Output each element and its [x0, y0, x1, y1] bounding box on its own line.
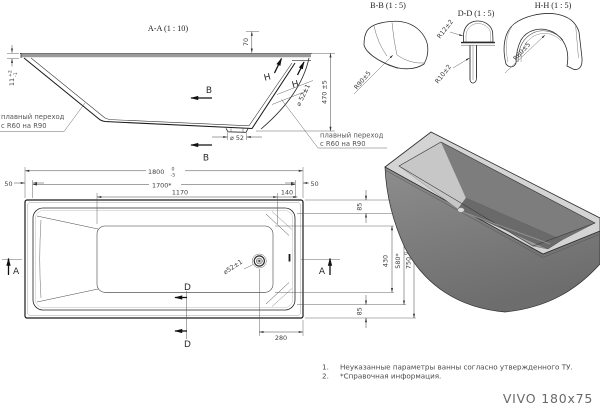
dim-580: 580*: [394, 253, 402, 268]
dim-85-top: 85: [356, 203, 364, 211]
cut-letter-d-bottom: D: [184, 340, 191, 350]
detail-dd-radius-top: R12±2: [435, 18, 455, 40]
dim-280: 280: [275, 334, 287, 342]
svg-text:с R60 на R90: с R60 на R90: [320, 140, 366, 148]
tub-plan-outline: [24, 199, 304, 319]
dim-70: 70: [242, 38, 250, 46]
svg-text:+2: +2: [8, 70, 14, 77]
isometric-view: [384, 131, 600, 313]
overflow-mark: [288, 254, 291, 262]
svg-text:-1: -1: [13, 72, 19, 77]
cut-letter-h2: H: [291, 79, 300, 90]
dim-430: 430: [382, 255, 390, 267]
plan-view: ⌀52±1 1800 0 -5 1700* 1170 140 50 50: [2, 167, 416, 350]
tub-body-3d: [384, 166, 600, 313]
detail-hh-view: H-H (1 : 5) R60±5: [503, 1, 583, 74]
tub-section-outline: [23, 57, 311, 133]
detail-bb-radius: R90±5: [352, 69, 372, 91]
dim-1800: 1800: [148, 168, 164, 176]
detail-bb-view: B-B (1 : 5) R90±5: [352, 1, 429, 95]
dim-1800-tol-up: 0: [172, 167, 175, 173]
section-aa-view: A-A (1 : 10) 11 +2 -1 70: [0, 24, 387, 164]
leader-right: плавный переход с R60 на R90: [281, 99, 387, 149]
dim-1800-tol-dn: -5: [171, 173, 176, 179]
svg-text:с R60 на R90: с R60 на R90: [1, 122, 47, 130]
dim-1170: 1170: [172, 189, 188, 197]
section-aa-label: A-A (1 : 10): [148, 24, 189, 33]
svg-text:плавный переход: плавный переход: [1, 113, 65, 121]
dim-140: 140: [281, 189, 293, 197]
svg-text:11: 11: [8, 78, 16, 86]
svg-text:750: 750: [405, 257, 413, 269]
drawing-title: VIVO 180x75: [503, 391, 593, 406]
svg-text:плавный переход: плавный переход: [320, 132, 384, 140]
note-2-num: 2.: [322, 372, 329, 381]
cut-letter-a-right: A: [319, 267, 326, 277]
dim-height: 470 ±5: [320, 80, 328, 104]
notes-block: 1. Неуказанные параметры ванны согласно …: [322, 363, 573, 381]
detail-hh-label: H-H (1 : 5): [535, 1, 572, 10]
dim-50-left: 50: [4, 180, 12, 188]
tub-floor-3d: [457, 197, 563, 250]
dim-rim-height: 11 +2 -1: [8, 70, 19, 86]
detail-dd-radius-bottom: R10±2: [433, 63, 453, 85]
dim-50-right: 50: [311, 180, 319, 188]
svg-text:0: 0: [404, 252, 410, 255]
note-1-num: 1.: [322, 363, 329, 372]
dim-drain-bottom: ⌀ 52: [230, 134, 244, 142]
drain-3d: [457, 207, 465, 213]
leader-left: плавный переход с R60 на R90: [0, 102, 86, 132]
detail-bb-label: B-B (1 : 5): [370, 1, 406, 10]
note-1-text: Неуказанные параметры ванны согласно утв…: [340, 363, 573, 372]
cut-letter-b1: B: [206, 86, 212, 96]
drain-plan: [252, 253, 267, 269]
dim-85-bottom: 85: [356, 307, 364, 315]
cut-letter-d-top: D: [184, 283, 191, 293]
cut-letter-b2: B: [203, 154, 209, 164]
dim-1700: 1700*: [152, 181, 171, 189]
cut-letter-a-left: A: [13, 267, 20, 277]
detail-dd-label: D-D (1 : 5): [458, 9, 495, 18]
note-2-text: *Справочная информация.: [340, 372, 441, 381]
cut-letter-h1: H: [263, 72, 272, 83]
detail-dd-view: D-D (1 : 5) R12±2 R10±2: [433, 9, 495, 85]
